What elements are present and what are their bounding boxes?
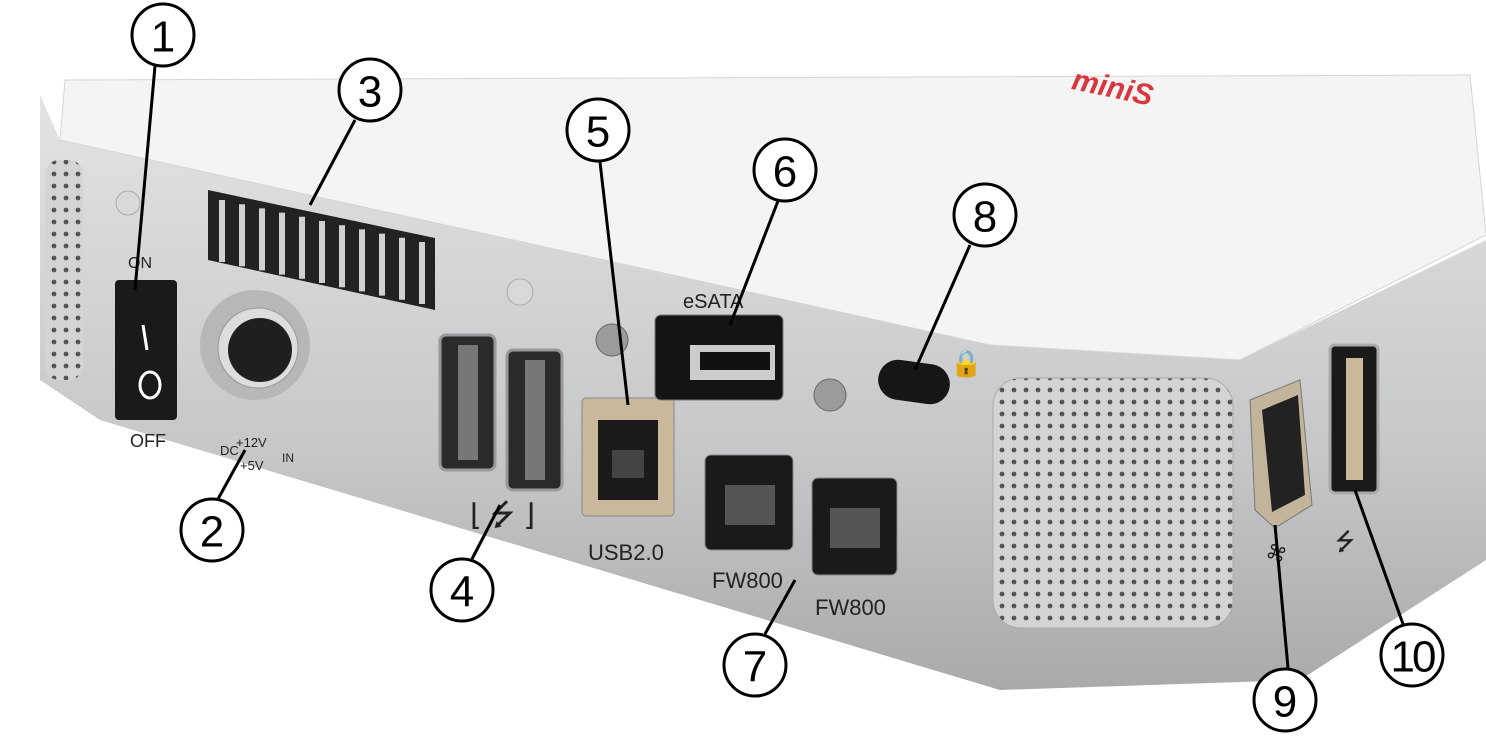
callout-circle	[179, 497, 245, 563]
callout-9: 9	[1252, 524, 1318, 733]
screw-hole	[506, 278, 534, 306]
security-lock-slot[interactable]	[876, 357, 953, 407]
callout-circle	[722, 632, 788, 698]
callout-number: 4	[450, 568, 474, 617]
usb-symbol-icon: ⌊ ⭍ ⌋	[470, 499, 535, 532]
callout-10: 10	[1353, 489, 1445, 688]
callout-8: 8	[913, 182, 1018, 371]
callout-leader-line	[763, 579, 797, 635]
callout-number: 2	[200, 508, 224, 557]
esata-port[interactable]	[654, 314, 784, 401]
callout-number: 3	[358, 68, 382, 117]
screw	[813, 378, 847, 412]
usb-b-port[interactable]	[581, 397, 675, 517]
callout-7: 7	[722, 579, 797, 698]
usb-symbol-icon: ⭍	[1335, 529, 1355, 556]
callout-number: 5	[586, 108, 610, 157]
callout-2: 2	[179, 449, 247, 563]
callout-layer: 1 2 3 4 5 6 7 8 9 10	[130, 2, 1445, 733]
air-vent	[208, 190, 435, 310]
dc-in-label: IN	[282, 451, 294, 465]
callout-leader-line	[216, 449, 247, 500]
esata-label: eSATA	[683, 291, 744, 313]
callout-leader-line	[133, 65, 157, 291]
callout-number: 9	[1273, 678, 1297, 727]
callout-number: 6	[773, 148, 797, 197]
callout-number: 1	[151, 13, 175, 62]
callout-leader-line	[1273, 524, 1290, 669]
fw800-label-b: FW800	[815, 595, 886, 620]
dc-prefix-label: DC	[220, 443, 239, 458]
dc-12v-label: +12V	[236, 435, 267, 450]
callout-1: 1	[130, 2, 196, 291]
callout-leader-line	[598, 161, 630, 406]
callout-4: 4	[429, 504, 502, 623]
screw-hole	[115, 190, 141, 216]
callout-leader-line	[308, 119, 357, 206]
callout-leader-line	[1353, 489, 1405, 625]
callout-circle	[429, 557, 495, 623]
callout-6: 6	[728, 137, 818, 326]
dc-5v-label: +5V	[240, 458, 264, 473]
speaker-grille	[992, 377, 1234, 629]
callout-leader-line	[913, 244, 972, 371]
lock-icon: 🔒	[950, 348, 982, 378]
callout-circle	[1252, 667, 1318, 733]
callout-number: 7	[743, 643, 767, 692]
switch-off-label: OFF	[130, 431, 166, 451]
power-switch[interactable]	[115, 280, 177, 420]
callout-5: 5	[565, 97, 631, 406]
callout-number: 8	[973, 193, 997, 242]
callout-circle	[752, 137, 818, 203]
callout-circle	[565, 97, 631, 163]
callout-circle	[952, 182, 1018, 248]
switch-on-label: ON	[128, 255, 152, 272]
usb2-label: USB2.0	[588, 540, 664, 565]
fw800-label-a: FW800	[712, 568, 783, 593]
dc-power-input[interactable]	[200, 290, 310, 400]
side-usb-port[interactable]	[1328, 343, 1380, 495]
callout-circle	[1379, 622, 1445, 688]
callout-number: 10	[1391, 633, 1435, 682]
side-grip	[45, 160, 83, 380]
callout-leader-line	[728, 200, 780, 326]
callout-leader-line	[470, 504, 502, 560]
callout-circle	[130, 2, 196, 68]
firewire-400-port[interactable]	[1249, 379, 1313, 529]
callout-circle	[337, 57, 403, 123]
usb-host-ports[interactable]	[438, 333, 564, 492]
callout-3: 3	[308, 57, 403, 206]
firewire-800-ports[interactable]	[704, 454, 898, 576]
